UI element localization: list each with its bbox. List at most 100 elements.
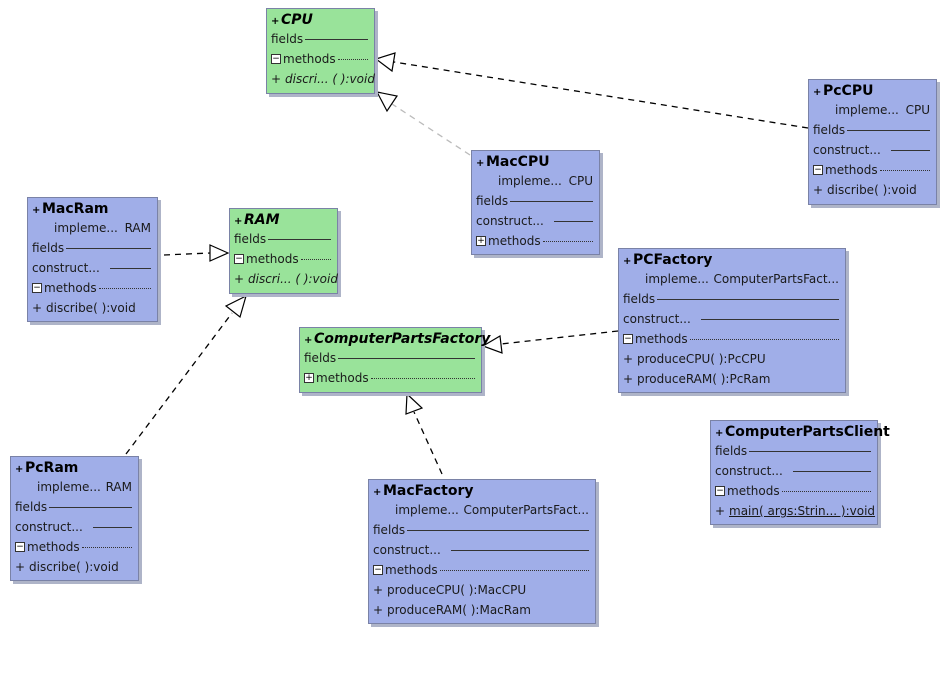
visibility-symbol: +	[715, 428, 724, 439]
constructors-label: construct...	[15, 520, 83, 534]
implements-label: impleme...	[835, 103, 899, 117]
section-divider	[553, 220, 593, 222]
collapse-toggle-icon[interactable]: −	[234, 254, 244, 264]
expand-toggle-icon[interactable]: +	[304, 373, 314, 383]
constructors-section: construct...	[472, 211, 599, 231]
section-divider	[49, 506, 132, 508]
class-ram[interactable]: +RAM fields −methods +discri... ( ):void	[229, 208, 338, 294]
constructors-section: construct...	[809, 140, 936, 160]
method-signature: discri... ( ):void	[248, 272, 338, 286]
class-cpu[interactable]: +CPU fields −methods +discri... ( ):void	[266, 8, 375, 94]
method-row[interactable]: +produceRAM( ):PcRam	[619, 369, 845, 389]
class-computerpartsclient[interactable]: +ComputerPartsClient fields construct...…	[710, 420, 890, 525]
methods-section[interactable]: −methods	[369, 560, 595, 580]
section-divider	[689, 338, 839, 340]
method-row[interactable]: +discri... ( ):void	[230, 269, 338, 289]
constructors-label: construct...	[813, 143, 881, 157]
method-row[interactable]: +discribe( ):void	[809, 180, 936, 200]
methods-section[interactable]: −methods	[809, 160, 936, 180]
class-computerpartsfactory[interactable]: +ComputerPartsFactory fields +methods	[299, 327, 490, 393]
section-divider	[305, 38, 368, 40]
fields-section: fields	[267, 29, 374, 49]
method-signature: produceRAM( ):MacRam	[387, 603, 531, 617]
collapse-toggle-icon[interactable]: −	[271, 54, 281, 64]
collapse-toggle-icon[interactable]: −	[623, 334, 633, 344]
methods-section[interactable]: −methods	[28, 278, 157, 298]
fields-section: fields	[711, 441, 877, 461]
implements-label: impleme...	[37, 480, 101, 494]
fields-label: fields	[304, 351, 337, 365]
methods-label: methods	[316, 371, 369, 385]
method-row[interactable]: +produceCPU( ):PcCPU	[619, 349, 845, 369]
class-header: +RAM	[230, 209, 337, 229]
class-name: PCFactory	[633, 252, 713, 268]
methods-section[interactable]: +methods	[472, 231, 599, 251]
edge-macfactory-factory	[405, 392, 443, 475]
implements-value: CPU	[905, 103, 930, 117]
implements-row: impleme...ComputerPartsFact...	[369, 500, 595, 520]
method-row[interactable]: +produceRAM( ):MacRam	[369, 600, 595, 620]
collapse-toggle-icon[interactable]: −	[15, 542, 25, 552]
methods-label: methods	[385, 563, 438, 577]
section-divider	[700, 318, 839, 320]
visibility-symbol: +	[15, 560, 26, 574]
visibility-symbol: +	[32, 301, 43, 315]
class-name: CPU	[281, 12, 313, 28]
expand-toggle-icon[interactable]: +	[476, 236, 486, 246]
implements-row: impleme...ComputerPartsFact...	[619, 269, 845, 289]
visibility-symbol: +	[813, 87, 822, 98]
collapse-toggle-icon[interactable]: −	[32, 283, 42, 293]
methods-section[interactable]: −methods	[619, 329, 845, 349]
fields-label: fields	[476, 194, 509, 208]
class-name: PcRam	[25, 460, 79, 476]
constructors-label: construct...	[32, 261, 100, 275]
section-divider	[370, 377, 475, 379]
realization-arrowhead-icon	[374, 52, 396, 73]
visibility-symbol: +	[32, 205, 41, 216]
section-divider	[81, 546, 132, 548]
constructors-section: construct...	[11, 517, 138, 537]
methods-section[interactable]: −methods	[267, 49, 374, 69]
class-macram[interactable]: +MacRam impleme...RAM fields construct..…	[27, 197, 158, 322]
class-header: +PcRam	[11, 457, 138, 477]
constructors-label: construct...	[623, 312, 691, 326]
method-signature: discri... ( ):void	[285, 72, 375, 86]
method-row[interactable]: +produceCPU( ):MacCPU	[369, 580, 595, 600]
method-row[interactable]: +discri... ( ):void	[267, 69, 375, 89]
implements-row: impleme...RAM	[28, 218, 157, 238]
implements-value: ComputerPartsFact...	[713, 272, 840, 286]
section-divider	[300, 258, 331, 260]
collapse-toggle-icon[interactable]: −	[715, 486, 725, 496]
methods-section[interactable]: +methods	[300, 368, 481, 388]
collapse-toggle-icon[interactable]: −	[813, 165, 823, 175]
collapse-toggle-icon[interactable]: −	[373, 565, 383, 575]
method-signature: discribe( ):void	[46, 301, 136, 315]
fields-section: fields	[28, 238, 157, 258]
methods-section[interactable]: −methods	[230, 249, 337, 269]
method-row[interactable]: +discribe( ):void	[28, 298, 157, 318]
fields-label: fields	[234, 232, 267, 246]
edge-maccpu-cpu	[375, 91, 471, 156]
fields-section: fields	[472, 191, 599, 211]
method-row[interactable]: +discribe( ):void	[11, 557, 138, 577]
class-pccpu[interactable]: +PcCPU impleme...CPU fields construct...…	[808, 79, 937, 205]
visibility-symbol: +	[271, 72, 282, 86]
section-divider	[450, 549, 589, 551]
methods-section[interactable]: −methods	[711, 481, 877, 501]
methods-label: methods	[27, 540, 80, 554]
method-signature: discribe( ):void	[29, 560, 119, 574]
fields-label: fields	[373, 523, 406, 537]
class-maccpu[interactable]: +MacCPU impleme...CPU fields construct..…	[471, 150, 600, 255]
class-macfactory[interactable]: +MacFactory impleme...ComputerPartsFact.…	[368, 479, 596, 624]
implements-value: CPU	[568, 174, 593, 188]
realization-arrowhead-icon	[209, 244, 230, 262]
section-divider	[338, 357, 475, 359]
section-divider	[542, 240, 593, 242]
visibility-symbol: +	[271, 16, 280, 27]
class-pcram[interactable]: +PcRam impleme...RAM fields construct...…	[10, 456, 139, 581]
method-row[interactable]: +main( args:Strin... ):void	[711, 501, 877, 521]
class-pcfactory[interactable]: +PCFactory impleme...ComputerPartsFact..…	[618, 248, 846, 393]
section-divider	[337, 58, 368, 60]
methods-section[interactable]: −methods	[11, 537, 138, 557]
constructors-section: construct...	[28, 258, 157, 278]
